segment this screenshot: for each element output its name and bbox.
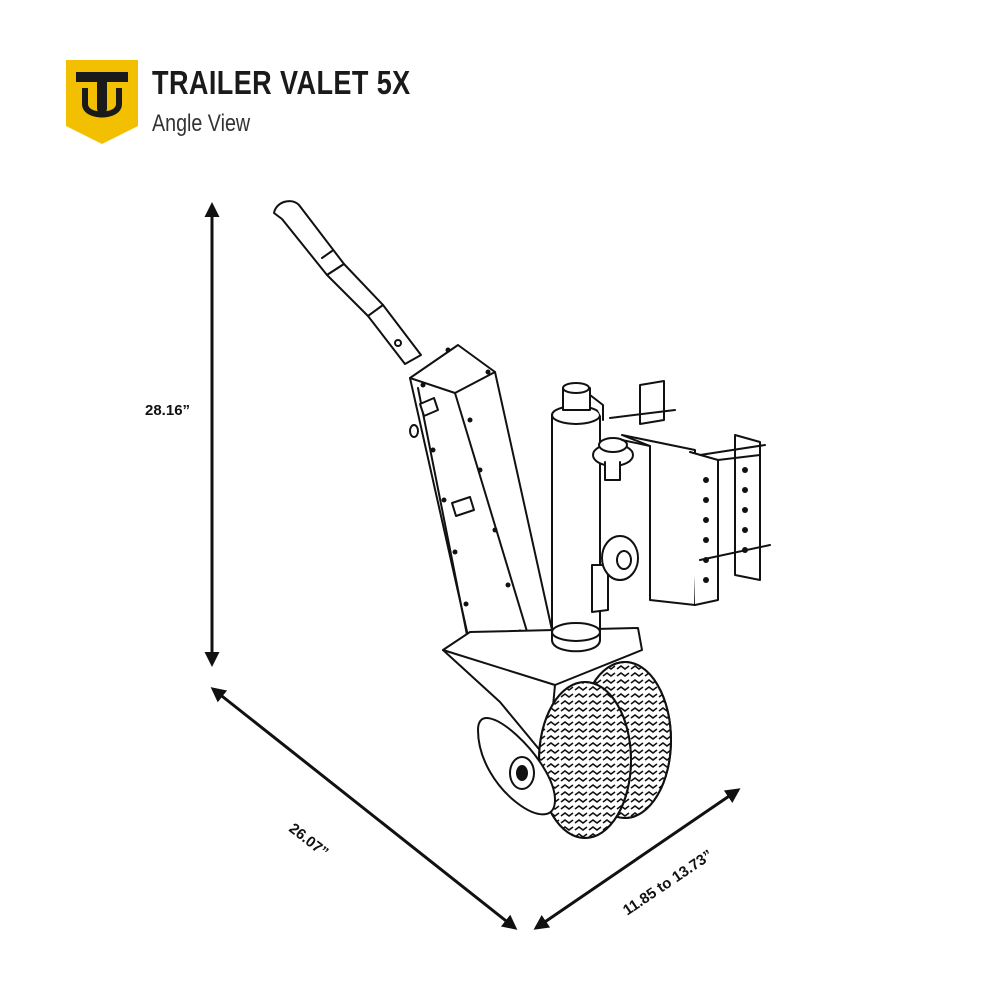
width-dimension-arrow	[533, 788, 741, 930]
handle-collar	[367, 304, 422, 365]
handle-shaft	[326, 263, 384, 317]
adjustment-knob	[592, 437, 634, 481]
jack-cylinder	[551, 382, 609, 653]
height-dimension-label: 28.16”	[145, 402, 191, 419]
length-dimension-arrow	[210, 687, 518, 930]
handle-grip	[273, 200, 345, 276]
page-title: TRAILER VALET 5X	[152, 64, 411, 101]
front-tire	[538, 681, 632, 839]
trailer-valet-shield-logo-icon	[66, 60, 138, 144]
mounting-bracket	[609, 380, 771, 606]
wheel-hub	[477, 717, 556, 816]
wheel-fork	[442, 627, 643, 761]
page-subtitle: Angle View	[152, 110, 251, 137]
control-arm	[409, 344, 553, 649]
